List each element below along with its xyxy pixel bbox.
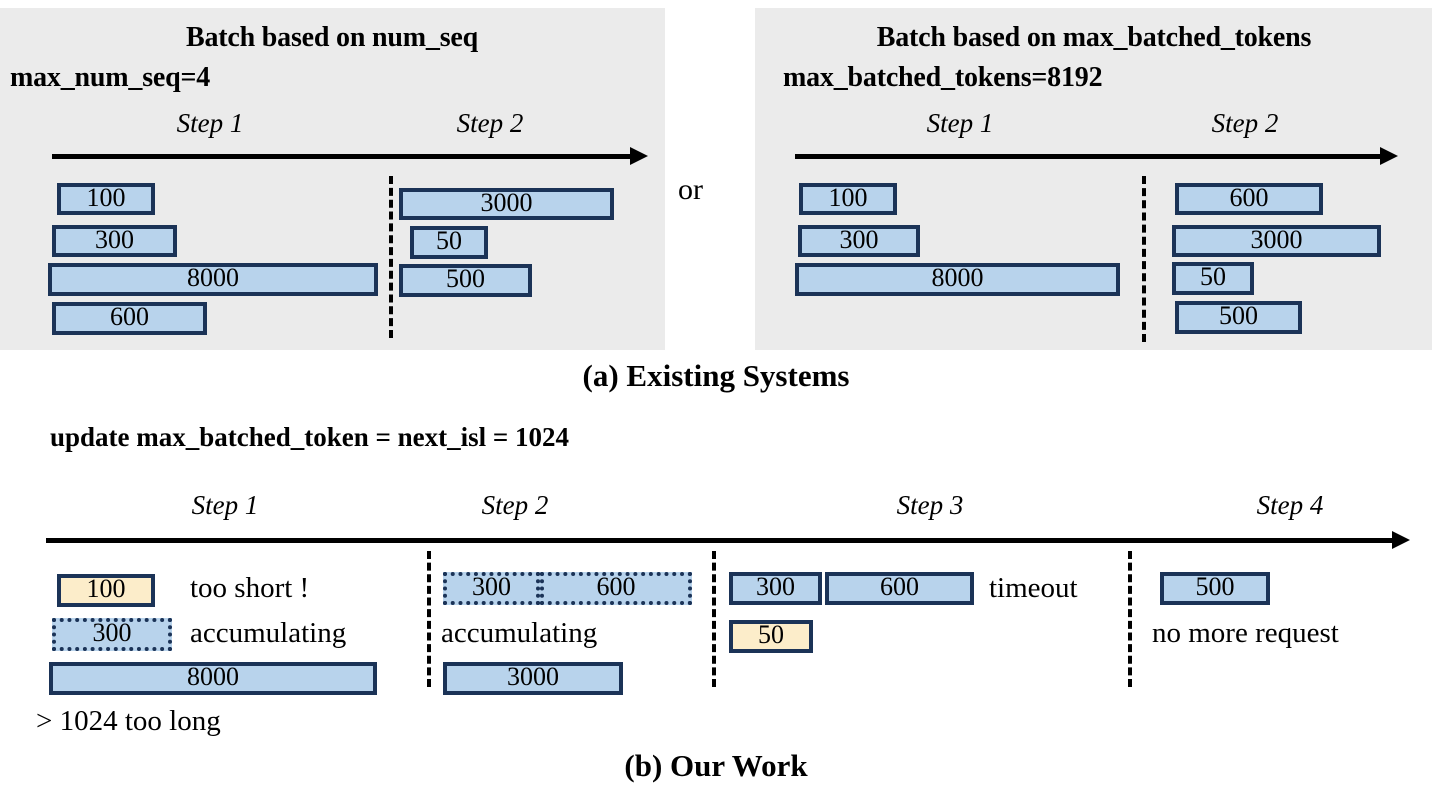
note-too-short: too short ! bbox=[190, 572, 310, 604]
panel-right-timeline-axis bbox=[795, 154, 1381, 159]
panel-right-step-1-label: Step 1 bbox=[926, 108, 994, 138]
panel-b-timeline-arrow-icon bbox=[1392, 531, 1410, 549]
panel-left-timeline-arrow-icon bbox=[630, 147, 648, 165]
note-too-long: > 1024 too long bbox=[36, 705, 221, 737]
panel-right-timeline-arrow-icon bbox=[1380, 147, 1398, 165]
bar-request: 300 bbox=[798, 225, 920, 257]
panel-left-title: Batch based on num_seq bbox=[185, 22, 478, 53]
bar-request: 8000 bbox=[795, 263, 1120, 296]
bar-request: 50 bbox=[410, 226, 488, 259]
panel-right-step-2-label: Step 2 bbox=[1211, 108, 1279, 138]
bar-request: 8000 bbox=[49, 662, 377, 695]
bar-request: 600 bbox=[825, 572, 974, 605]
panel-left-step-divider bbox=[389, 176, 393, 338]
panel-left-step-1-label: Step 1 bbox=[176, 108, 244, 138]
panel-separator-or-text: or bbox=[678, 173, 703, 206]
panel-right-subtitle: max_batched_tokens=8192 bbox=[783, 62, 1103, 93]
panel-b-step-2-label: Step 2 bbox=[481, 490, 549, 520]
bar-request: 8000 bbox=[48, 263, 378, 296]
note-accumulating: accumulating bbox=[441, 617, 598, 649]
panel-b-caption: (b) Our Work bbox=[624, 748, 808, 783]
bar-request-accumulating: 300 bbox=[443, 572, 540, 605]
bar-request-accumulating: 600 bbox=[540, 572, 692, 605]
bar-request: 3000 bbox=[1172, 225, 1381, 257]
bar-request: 300 bbox=[729, 572, 822, 605]
bar-request: 600 bbox=[1175, 183, 1323, 215]
panel-b-timeline-axis bbox=[46, 538, 1394, 543]
note-no-more-request: no more request bbox=[1152, 617, 1339, 649]
panel-b-divider-2-3 bbox=[712, 551, 716, 687]
bar-request: 3000 bbox=[443, 662, 623, 695]
panel-left-timeline-axis bbox=[52, 154, 632, 159]
panel-b-step-3-label: Step 3 bbox=[896, 490, 964, 520]
panel-right-step-divider bbox=[1142, 176, 1146, 342]
bar-request-pending: 100 bbox=[57, 574, 155, 607]
bar-request: 500 bbox=[1175, 301, 1302, 334]
panel-b-step-1-label: Step 1 bbox=[191, 490, 259, 520]
panel-a-caption: (a) Existing Systems bbox=[582, 358, 850, 393]
bar-request: 300 bbox=[52, 225, 177, 257]
panel-right-title: Batch based on max_batched_tokens bbox=[876, 22, 1312, 53]
panel-b-divider-1-2 bbox=[427, 551, 431, 687]
bar-request: 3000 bbox=[399, 188, 614, 220]
bar-request: 100 bbox=[799, 183, 897, 215]
panel-b-divider-3-4 bbox=[1128, 551, 1132, 687]
bar-request: 50 bbox=[1172, 262, 1254, 295]
update-config-line: update max_batched_token = next_isl = 10… bbox=[50, 422, 570, 452]
panel-b-step-4-label: Step 4 bbox=[1256, 490, 1324, 520]
bar-request: 500 bbox=[399, 264, 532, 297]
note-timeout: timeout bbox=[989, 572, 1078, 604]
bar-request: 100 bbox=[57, 183, 155, 215]
panel-left-subtitle: max_num_seq=4 bbox=[10, 62, 211, 93]
bar-request: 500 bbox=[1160, 572, 1270, 605]
bar-request-accumulating: 300 bbox=[52, 618, 172, 651]
panel-existing-max-tokens bbox=[755, 8, 1432, 350]
bar-request: 600 bbox=[52, 302, 207, 335]
bar-request-pending: 50 bbox=[729, 620, 813, 653]
panel-left-step-2-label: Step 2 bbox=[456, 108, 524, 138]
panel-existing-num-seq bbox=[0, 8, 665, 350]
note-accumulating: accumulating bbox=[190, 617, 347, 649]
